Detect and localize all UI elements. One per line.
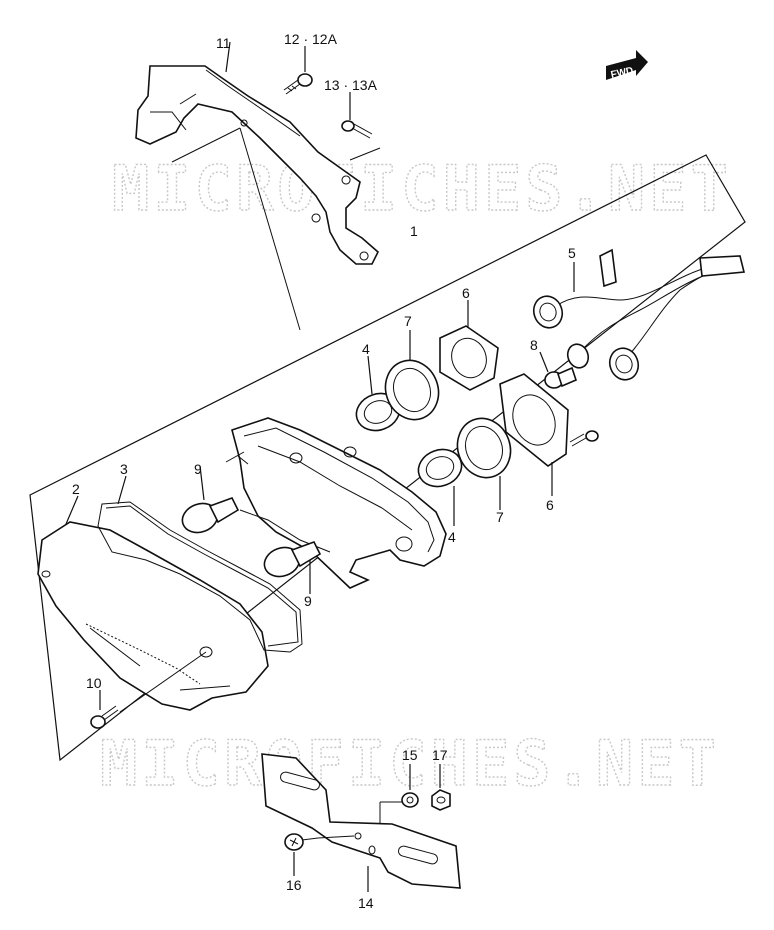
callout-1: 1 [410, 223, 418, 239]
callout-6-upper: 6 [462, 285, 470, 301]
callout-15: 15 [402, 747, 418, 763]
watermark-bottom: MICROFICHES.NET [100, 727, 720, 800]
screw-12 [283, 73, 313, 95]
callout-16: 16 [286, 877, 302, 893]
callout-3: 3 [120, 461, 128, 477]
callout-4-lower: 4 [448, 529, 456, 545]
callout-10: 10 [86, 675, 102, 691]
callout-6-lower: 6 [546, 497, 554, 513]
callout-5: 5 [568, 245, 576, 261]
screw-13 [341, 120, 373, 139]
callout-9-lower: 9 [304, 593, 312, 609]
housing-body [231, 417, 447, 589]
nut-part-17 [431, 789, 451, 811]
screw-cushion [569, 430, 599, 447]
cushion-part-6-lower [499, 373, 569, 467]
ring-part-7-upper [384, 359, 440, 421]
callout-11: 11 [216, 35, 231, 51]
bulb-part-8 [544, 366, 577, 389]
lens-part-2 [37, 521, 269, 711]
plate-bracket-part-14 [261, 753, 461, 889]
fwd-arrow-icon: FWD [606, 50, 648, 81]
callout-9-upper: 9 [194, 461, 202, 477]
bulb-part-9-upper [181, 497, 240, 534]
cushion-part-6-upper [439, 325, 499, 391]
callout-12-12a: 12 · 12A [284, 31, 338, 47]
ring-part-7-lower [456, 417, 512, 479]
wiring-harness-part-5 [532, 248, 746, 381]
watermark-top: MICROFICHES.NET [112, 152, 732, 225]
callout-8: 8 [530, 337, 538, 353]
bolt-part-16 [284, 833, 319, 851]
callout-14: 14 [358, 895, 374, 911]
bracket-part-11 [135, 65, 379, 265]
callout-17: 17 [432, 747, 448, 763]
callout-4-upper: 4 [362, 341, 370, 357]
gasket-part-3 [97, 501, 303, 653]
screw-part-10 [90, 705, 119, 729]
callout-7-lower: 7 [496, 509, 504, 525]
washer-part-15 [401, 792, 419, 808]
callout-13-13a: 13 · 13A [324, 77, 378, 93]
bulb-part-9-lower [263, 541, 322, 578]
callout-2: 2 [72, 481, 80, 497]
assembly-frame [29, 154, 746, 762]
callout-7-upper: 7 [404, 313, 412, 329]
svg-text:FWD: FWD [610, 65, 635, 80]
